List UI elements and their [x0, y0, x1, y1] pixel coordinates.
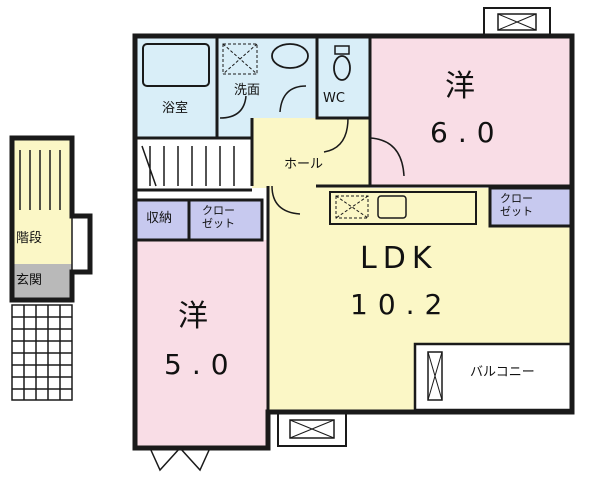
room-hall — [252, 118, 370, 188]
stair-treads — [141, 145, 235, 187]
window-top — [483, 7, 551, 37]
room-size-western-west: 5.0 — [164, 348, 239, 381]
room-western-west — [137, 240, 267, 446]
room-toilet — [317, 38, 370, 118]
stairs-lower-outline — [9, 135, 93, 303]
room-name-western-west: 洋 — [178, 299, 214, 334]
room-stairs-lower — [12, 138, 72, 288]
sink — [271, 43, 309, 69]
room-bath — [137, 38, 217, 138]
kitchen-counter — [329, 191, 477, 225]
bathtub — [142, 43, 210, 87]
room-stairs-main — [137, 138, 252, 190]
room-size-western-east: 6.0 — [430, 116, 505, 149]
room-entrance — [12, 264, 72, 300]
balcony-outline — [413, 342, 574, 412]
room-storage — [137, 200, 189, 240]
room-name-western-east: 洋 — [445, 69, 481, 104]
interior-walls — [137, 36, 574, 412]
door-swing — [219, 85, 405, 215]
room-label-washroom: 洗面 — [234, 83, 261, 98]
room-label-hall: ホール — [284, 157, 324, 172]
window-bottom — [277, 411, 347, 447]
room-closet-west — [190, 200, 262, 240]
stairs-outside — [11, 304, 73, 401]
room-label-closet-east: クロー ゼット — [500, 192, 533, 218]
room-size-ldk: 10.2 — [350, 288, 453, 321]
french-door — [149, 446, 211, 472]
room-label-storage: 収納 — [146, 211, 173, 226]
room-label-bath: 浴室 — [162, 101, 189, 116]
toilet-bowl — [333, 55, 351, 81]
room-western-east — [370, 38, 570, 186]
room-label-toilet: WC — [323, 91, 345, 106]
room-label-balcony: バルコニー — [470, 365, 535, 380]
room-closet-east — [490, 188, 570, 226]
room-label-entrance: 玄関 — [16, 273, 43, 288]
room-label-stairs: 階段 — [16, 231, 43, 246]
room-name-ldk: LDK — [360, 241, 438, 276]
room-label-closet-west: クロー ゼット — [202, 204, 235, 230]
outer-wall — [132, 33, 575, 451]
